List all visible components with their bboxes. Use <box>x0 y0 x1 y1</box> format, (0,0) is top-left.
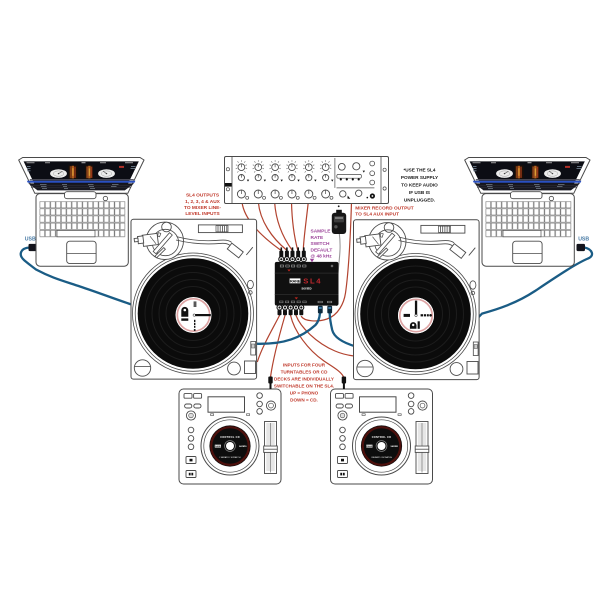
svg-text:RANE: RANE <box>290 278 301 283</box>
svg-text:TO SL4 AUX INPUT: TO SL4 AUX INPUT <box>355 211 399 217</box>
svg-text:SWITCHABLE ON THE SL4.: SWITCHABLE ON THE SL4. <box>274 384 334 389</box>
svg-text:1, 2, 3, 4 & AUX: 1, 2, 3, 4 & AUX <box>185 199 221 205</box>
svg-text:USB: USB <box>578 237 589 243</box>
svg-text:serato: serato <box>301 286 311 290</box>
svg-text:TURNTABLES OR CD: TURNTABLES OR CD <box>281 370 329 375</box>
svg-text:DOWN = CD.: DOWN = CD. <box>290 398 318 403</box>
svg-text:IF USB IS: IF USB IS <box>409 190 430 195</box>
svg-text:*USE THE SL4: *USE THE SL4 <box>403 168 435 173</box>
svg-text:TO MIXER LINE-: TO MIXER LINE- <box>184 205 221 211</box>
svg-text:SL4 OUTPUTS: SL4 OUTPUTS <box>186 193 220 199</box>
svg-text:RATE: RATE <box>311 235 325 241</box>
svg-text:TO KEEP AUDIO: TO KEEP AUDIO <box>401 183 438 188</box>
svg-text:UP = PHONO: UP = PHONO <box>290 391 319 396</box>
svg-text:LEVEL INPUTS: LEVEL INPUTS <box>185 211 220 217</box>
svg-text:MIXER RECORD OUTPUT: MIXER RECORD OUTPUT <box>355 205 413 211</box>
svg-text:POWER SUPPLY: POWER SUPPLY <box>401 175 439 180</box>
svg-text:UNPLUGGED.: UNPLUGGED. <box>404 197 435 202</box>
svg-text:SAMPLE: SAMPLE <box>311 229 332 235</box>
svg-text:SWITCH: SWITCH <box>311 241 330 247</box>
svg-text:INPUTS FOR FOUR: INPUTS FOR FOUR <box>283 363 326 368</box>
svg-text:SL4: SL4 <box>303 277 322 286</box>
svg-text:DEFAULT: DEFAULT <box>311 247 333 253</box>
svg-text:@ 48 kHz: @ 48 kHz <box>311 254 333 260</box>
svg-text:DECKS ARE INDIVIDUALLY: DECKS ARE INDIVIDUALLY <box>274 377 334 382</box>
svg-text:USB: USB <box>25 237 36 243</box>
